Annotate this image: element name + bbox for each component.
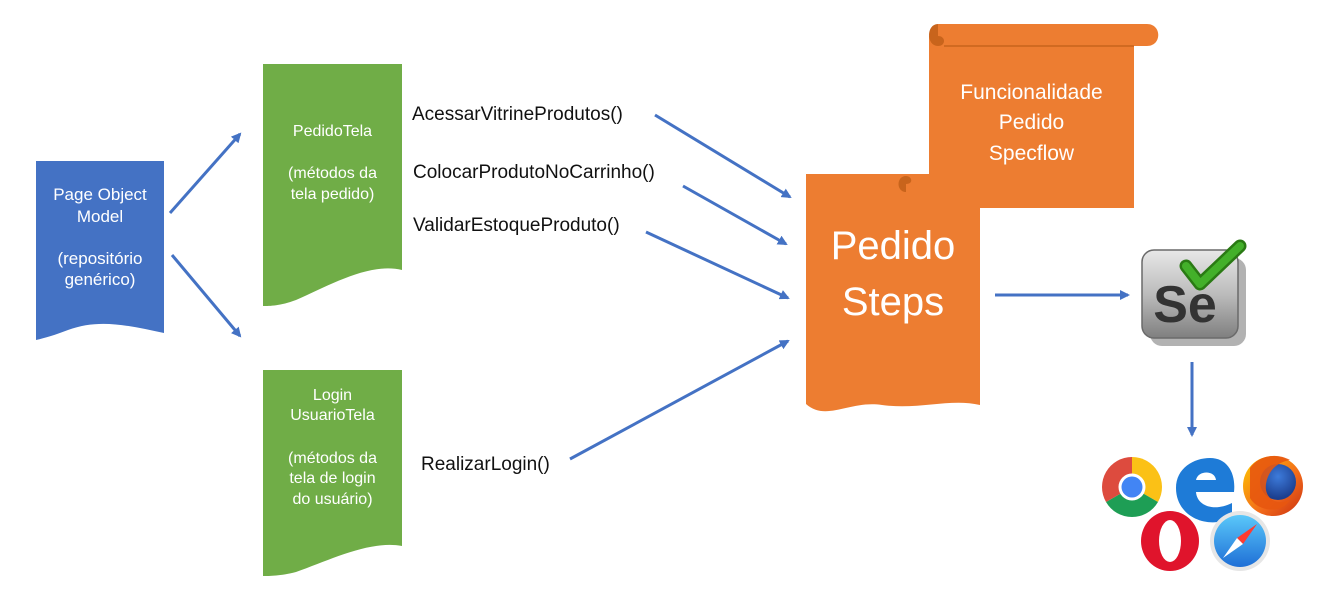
page-object-model-document xyxy=(36,161,164,340)
pedido-steps-line-1: Pedido xyxy=(830,224,956,268)
method-realizar-login: RealizarLogin() xyxy=(421,454,550,475)
pedido-tela-label: PedidoTela (métodos da tela pedido) xyxy=(263,122,402,205)
login-tela-title-2: UsuarioTela xyxy=(290,407,375,425)
method-acessar-vitrine: AcessarVitrineProdutos() xyxy=(412,104,623,125)
arrow-acessar-to-steps xyxy=(654,113,792,199)
pedido-tela-title: PedidoTela xyxy=(292,123,373,140)
firefox-icon xyxy=(1243,455,1303,516)
arrow-pom-to-pedido xyxy=(168,132,242,214)
funcionalidade-line-1: Funcionalidade xyxy=(960,81,1103,104)
login-tela-title-1: Login xyxy=(312,387,353,404)
method-colocar-produto: ColocarProdutoNoCarrinho() xyxy=(413,162,655,183)
pom-line-4: genérico) xyxy=(64,270,136,290)
login-usuario-tela-document xyxy=(263,370,402,576)
arrow-colocar-to-steps xyxy=(682,184,788,246)
pedido-steps-line-2: Steps xyxy=(841,280,945,324)
login-tela-line-3: do usuário) xyxy=(292,490,373,508)
pedido-tela-line-1: (métodos da xyxy=(288,165,377,183)
arrow-realizar-to-steps xyxy=(569,339,790,461)
pedido-tela-line-2: tela pedido) xyxy=(290,185,375,203)
chrome-icon xyxy=(1102,457,1162,517)
login-usuario-tela-label: Login UsuarioTela (métodos da tela de lo… xyxy=(263,386,402,510)
page-object-model-label: Page Object Model (repositório genérico) xyxy=(36,184,164,291)
pom-line-2: Model xyxy=(76,206,124,226)
pedido-steps-scroll xyxy=(806,174,980,412)
pedido-tela-document xyxy=(263,64,402,306)
funcionalidade-scroll xyxy=(929,24,1159,208)
arrow-validar-to-steps xyxy=(645,230,790,300)
login-tela-line-1: (métodos da xyxy=(288,449,377,467)
funcionalidade-line-2: Pedido xyxy=(998,111,1065,135)
funcionalidade-label: Funcionalidade Pedido Specflow xyxy=(929,78,1134,169)
arrow-pom-to-login xyxy=(170,254,242,338)
login-tela-line-2: tela de login xyxy=(289,470,376,488)
opera-icon xyxy=(1141,511,1199,571)
pom-line-1: Page Object xyxy=(53,185,147,204)
method-validar-estoque: ValidarEstoqueProduto() xyxy=(413,215,620,236)
pedido-steps-label: Pedido Steps xyxy=(806,218,980,330)
selenium-logo-icon: Se xyxy=(1141,239,1247,346)
pom-line-3: (repositório xyxy=(57,248,143,268)
safari-icon xyxy=(1210,511,1270,571)
edge-icon xyxy=(1176,458,1235,523)
funcionalidade-line-3: Specflow xyxy=(988,141,1075,165)
